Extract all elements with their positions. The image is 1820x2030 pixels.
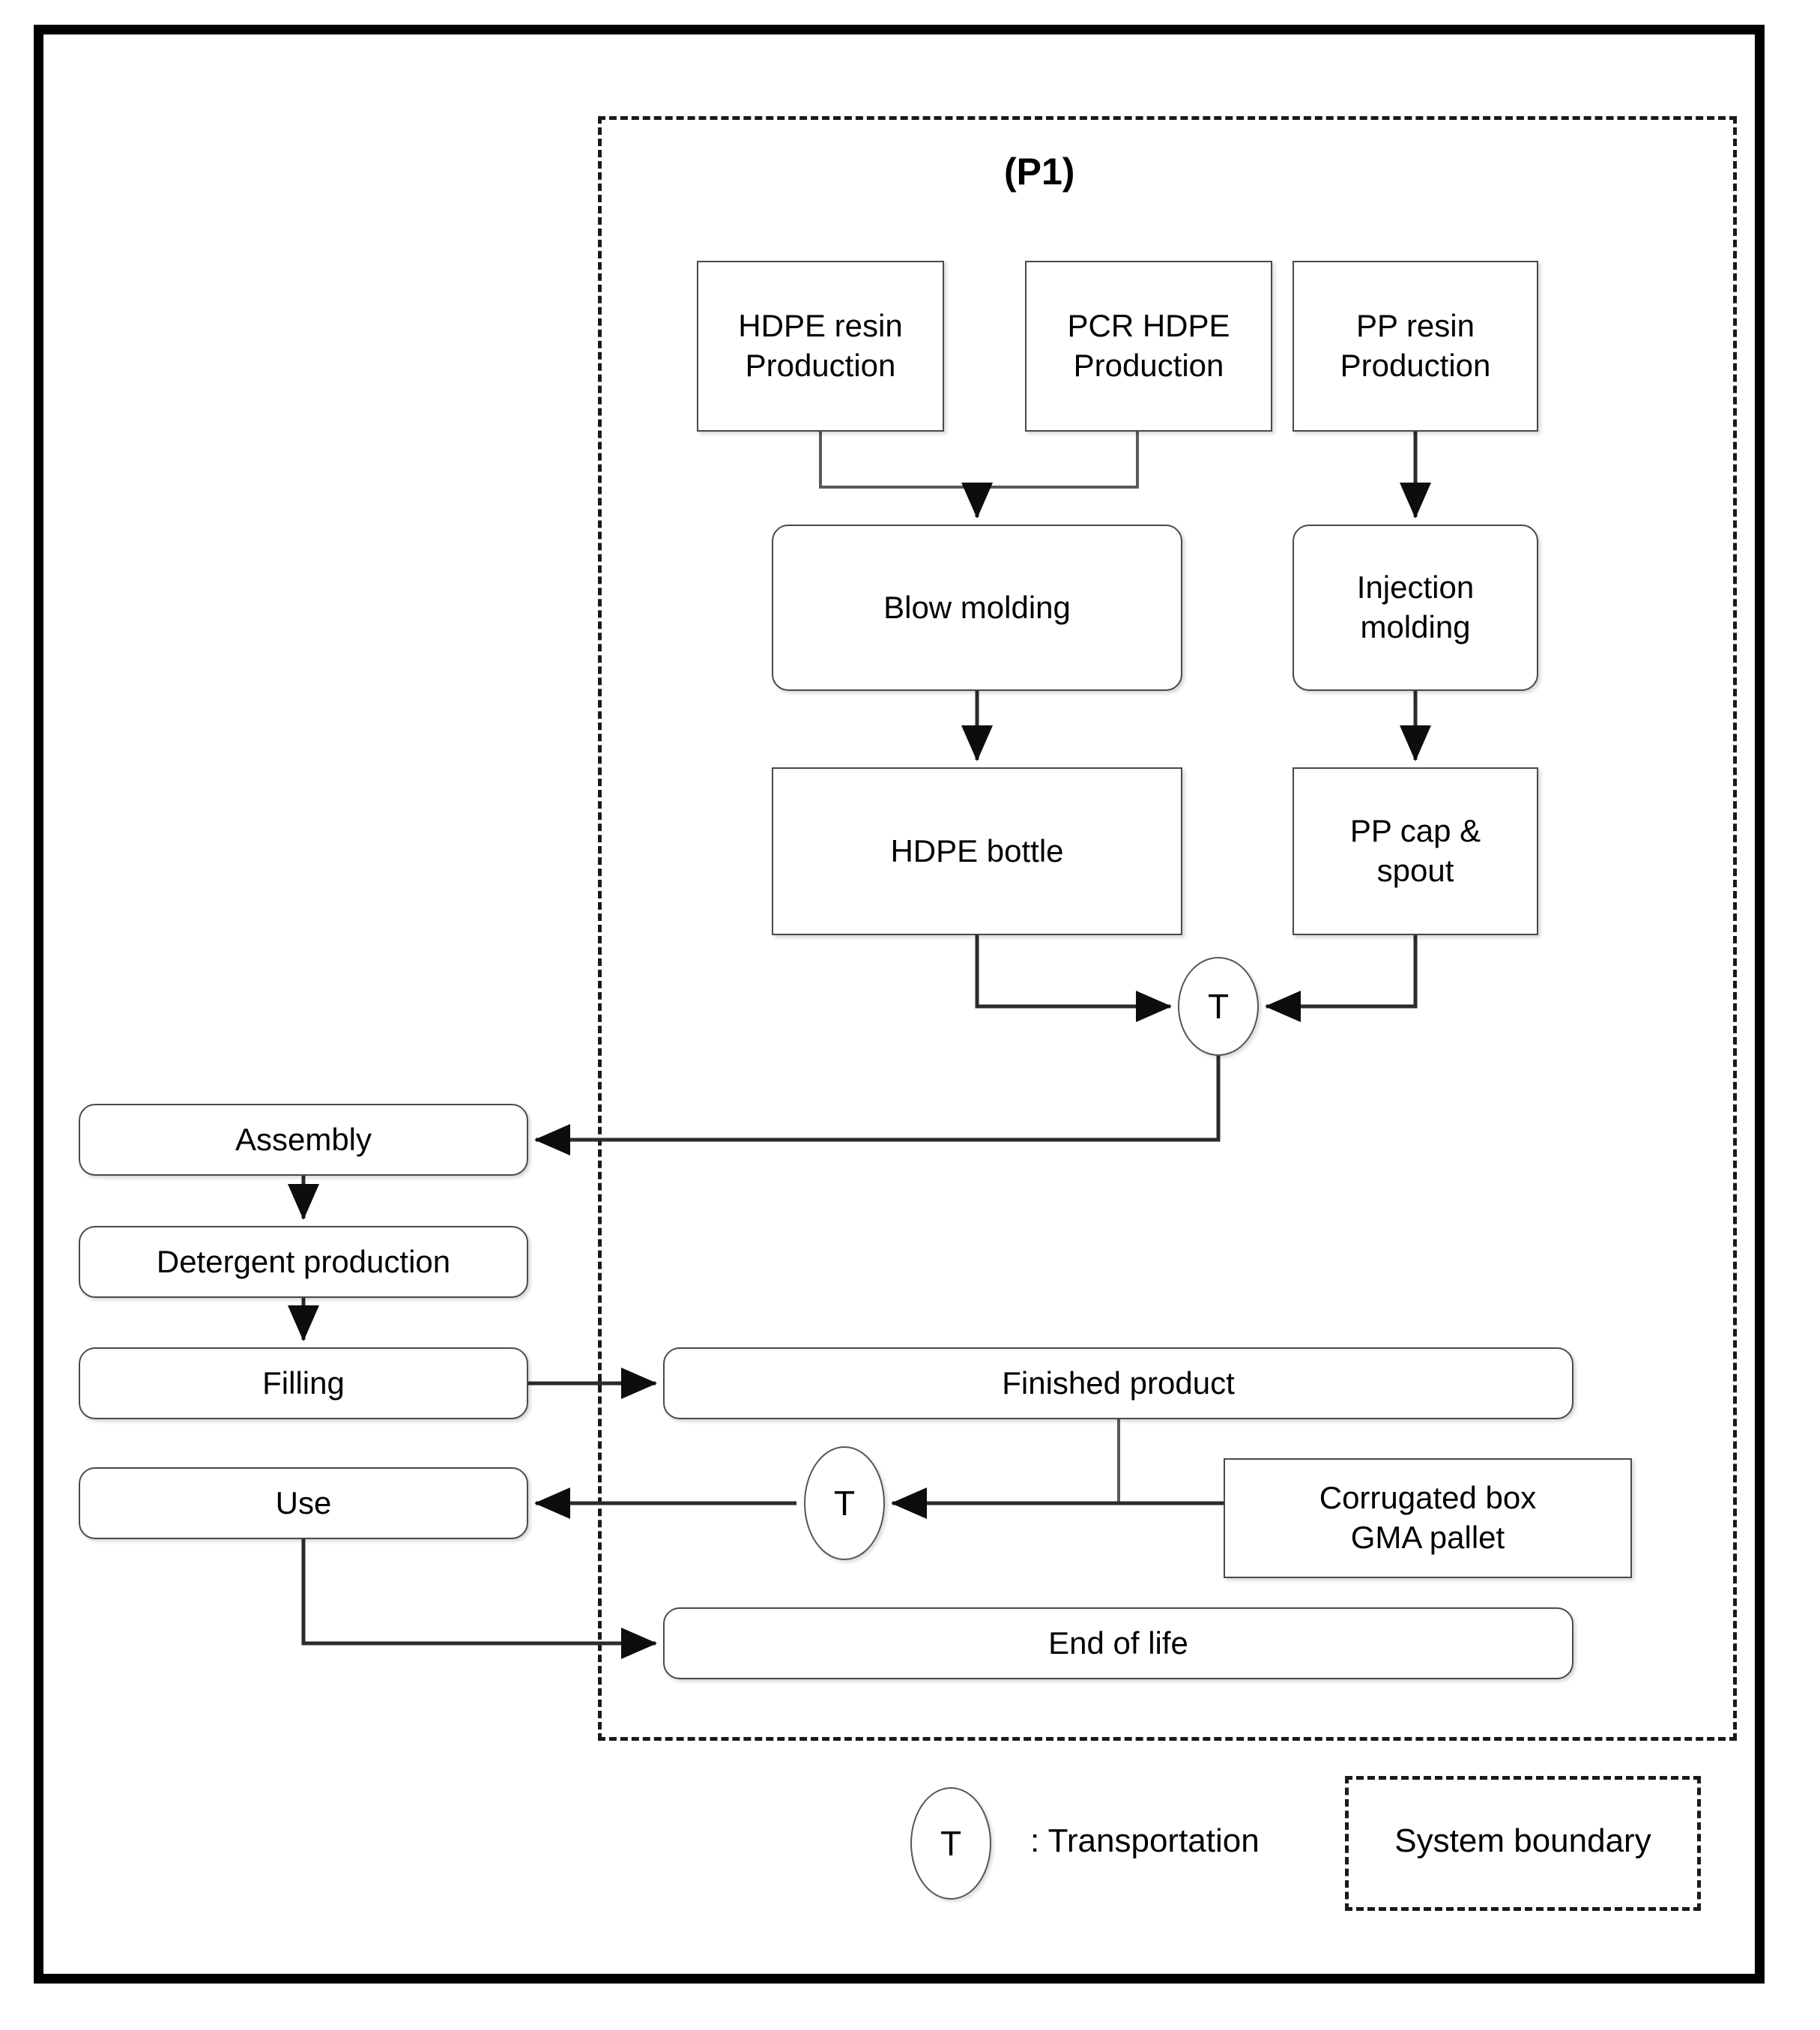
- legend-system-boundary-label: System boundary: [1394, 1822, 1651, 1859]
- node-finished-product[interactable]: Finished product: [663, 1347, 1573, 1419]
- node-pp-resin-production[interactable]: PP resin Production: [1293, 261, 1538, 432]
- legend-transport-icon: T: [910, 1787, 991, 1900]
- node-pcr-hdpe-production[interactable]: PCR HDPE Production: [1025, 261, 1272, 432]
- node-hdpe-bottle[interactable]: HDPE bottle: [772, 767, 1182, 935]
- legend-system-boundary-swatch: [1345, 1776, 1701, 1911]
- system-boundary-dashed-box: [598, 116, 1737, 1741]
- node-blow-molding[interactable]: Blow molding: [772, 525, 1182, 691]
- transport-node-lower[interactable]: T: [804, 1446, 885, 1560]
- node-hdpe-resin-production[interactable]: HDPE resin Production: [697, 261, 944, 432]
- node-end-of-life[interactable]: End of life: [663, 1607, 1573, 1679]
- node-corrugated-box-gma-pallet[interactable]: Corrugated box GMA pallet: [1224, 1458, 1632, 1578]
- node-pp-cap-and-spout[interactable]: PP cap & spout: [1293, 767, 1538, 935]
- legend-transport-label: : Transportation: [1030, 1822, 1260, 1859]
- node-filling[interactable]: Filling: [79, 1347, 528, 1419]
- p1-title: (P1): [1004, 151, 1075, 193]
- node-use[interactable]: Use: [79, 1467, 528, 1539]
- node-detergent-production[interactable]: Detergent production: [79, 1226, 528, 1298]
- transport-node-upper[interactable]: T: [1178, 957, 1259, 1056]
- outer-frame-border: [34, 25, 1765, 1984]
- node-injection-molding[interactable]: Injection molding: [1293, 525, 1538, 691]
- node-assembly[interactable]: Assembly: [79, 1104, 528, 1176]
